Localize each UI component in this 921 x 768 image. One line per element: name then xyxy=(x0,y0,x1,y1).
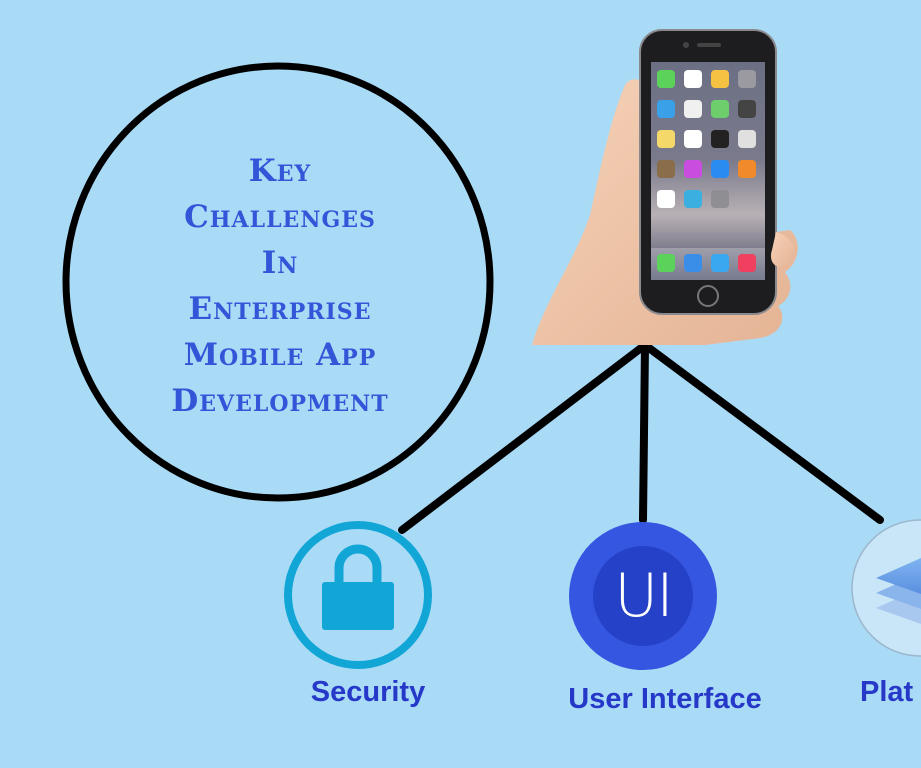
ui-circle-inner xyxy=(593,546,693,646)
app-icon-itunes-store xyxy=(684,160,702,178)
title-circle xyxy=(62,62,494,502)
phone-illustration xyxy=(532,29,798,345)
lock-icon xyxy=(322,544,394,630)
app-icon-weather xyxy=(657,100,675,118)
phone-speaker xyxy=(697,43,721,47)
connector-platform xyxy=(641,341,884,524)
security-circle xyxy=(284,521,432,669)
app-icon-settings xyxy=(711,190,729,208)
app-icon-reminders xyxy=(684,130,702,148)
app-icon-camera xyxy=(738,70,756,88)
phone-camera xyxy=(683,42,689,48)
thumb xyxy=(770,232,795,267)
app-icon-stocks xyxy=(711,130,729,148)
connector-ui xyxy=(639,341,649,524)
title-line-4: Enterprise xyxy=(188,291,372,327)
platform-circle xyxy=(851,519,921,657)
app-icon-maps xyxy=(711,100,729,118)
title-line-6: Development xyxy=(171,383,389,419)
app-icon-passbook xyxy=(684,190,702,208)
app-icon-ibooks xyxy=(738,160,756,178)
app-icon-health xyxy=(657,190,675,208)
security-node xyxy=(284,521,432,669)
dock-icon-music xyxy=(738,254,756,272)
app-icon-app-store xyxy=(711,160,729,178)
security-label: Security xyxy=(310,676,426,708)
app-icon-game-center xyxy=(738,130,756,148)
ui-node xyxy=(569,522,717,670)
layers-icon xyxy=(876,558,921,624)
dock-grid xyxy=(657,254,756,272)
platform-label: Plat xyxy=(860,676,914,708)
app-icon-messages xyxy=(657,70,675,88)
app-icon-videos xyxy=(738,100,756,118)
app-grid xyxy=(657,70,756,208)
title-line-2: Challenges xyxy=(184,199,376,235)
ui-icon: UI xyxy=(614,561,674,631)
dock-icon-safari xyxy=(711,254,729,272)
connector-security xyxy=(398,341,649,534)
dock-icon-phone xyxy=(657,254,675,272)
connector-lines xyxy=(398,341,884,534)
platform-node xyxy=(851,519,921,657)
dock-icon-mail xyxy=(684,254,702,272)
app-icon-photos xyxy=(711,70,729,88)
app-icon-clock xyxy=(684,100,702,118)
title-line-3: In xyxy=(261,245,299,281)
app-icon-newsstand xyxy=(657,160,675,178)
app-icon-notes xyxy=(657,130,675,148)
app-icon-calendar xyxy=(684,70,702,88)
home-button xyxy=(697,285,719,307)
title-line-1: Key xyxy=(248,153,312,189)
title-line-5: Mobile App xyxy=(183,337,377,373)
user-interface-label: User Interface xyxy=(568,683,762,715)
